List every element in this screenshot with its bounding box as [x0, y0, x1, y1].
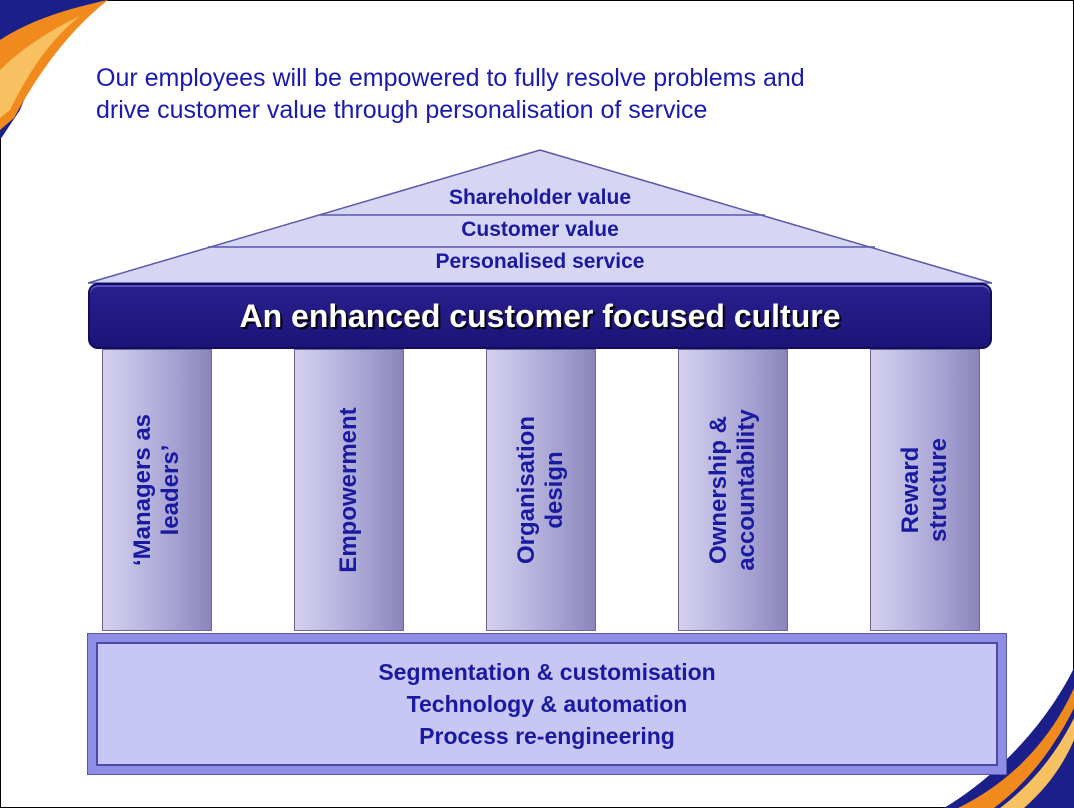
pillar-empowerment: Empowerment	[294, 349, 404, 631]
pillar-label: Ownership & accountability	[705, 409, 760, 571]
culture-beam-label: An enhanced customer focused culture	[239, 297, 841, 334]
culture-beam: An enhanced customer focused culture	[88, 283, 992, 349]
foundation-line-technology: Technology & automation	[406, 691, 688, 717]
pillar-ownership-accountability: Ownership & accountability	[678, 349, 788, 631]
headline-line-1: Our employees will be empowered to fully…	[96, 64, 805, 92]
headline-line-2: drive customer value through personalisa…	[96, 96, 708, 124]
roof-tier-customer-value: Customer value	[461, 218, 619, 241]
pillar-label: Reward structure	[897, 437, 952, 543]
corner-swoosh-bottom-right	[944, 668, 1074, 808]
foundation-panel: Segmentation & customisation Technology …	[96, 642, 998, 766]
roof-tier-shareholder-value: Shareholder value	[448, 186, 632, 209]
foundation: Segmentation & customisation Technology …	[87, 633, 1007, 775]
pillar-organisation-design: Organisation design	[486, 349, 596, 631]
slide-headline: Our employees will be empowered to fully…	[96, 62, 996, 126]
foundation-line-segmentation: Segmentation & customisation	[378, 659, 716, 685]
roof	[87, 149, 993, 284]
pillar-managers-as-leaders: ‘Managers as leaders’	[102, 349, 212, 631]
foundation-line-process: Process re-engineering	[419, 723, 675, 749]
pillar-reward-structure: Reward structure	[870, 349, 980, 631]
pillar-label: Empowerment	[335, 407, 362, 573]
pillar-label: Organisation design	[513, 415, 568, 565]
corner-swoosh-top-left	[0, 0, 108, 140]
pillar-label: ‘Managers as leaders’	[129, 413, 184, 567]
roof-tier-personalised-service: Personalised service	[435, 250, 645, 273]
